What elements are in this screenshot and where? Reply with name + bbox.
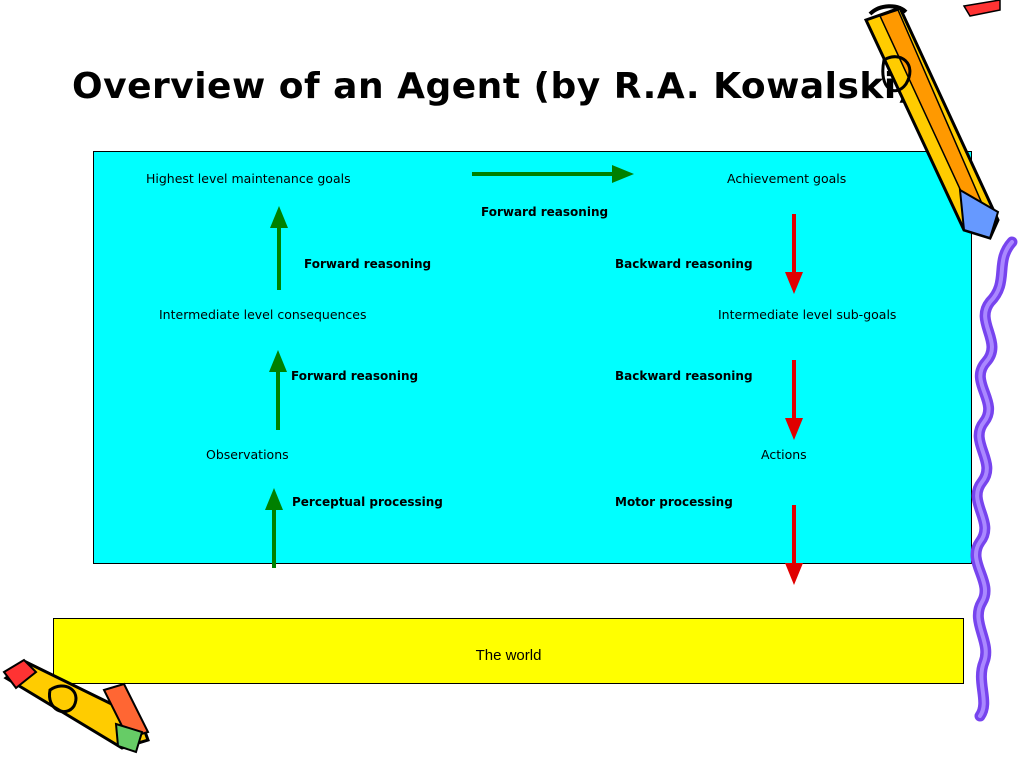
world-label: The world: [475, 647, 542, 664]
arrow-down-right-motor: [785, 505, 803, 585]
pencil-top-right-icon: [863, 0, 1001, 240]
edge-label-right-lower-backward: Backward reasoning: [615, 369, 753, 383]
edge-label-motor: Motor processing: [615, 495, 733, 509]
edge-label-left-upper-forward: Forward reasoning: [304, 257, 432, 271]
node-observations: Observations: [206, 447, 289, 462]
page-title: Overview of an Agent (by R.A. Kowalski): [72, 66, 914, 107]
purple-squiggle-icon: [970, 236, 1018, 722]
arrow-up-left-upper: [270, 206, 288, 290]
pencil-bottom-left-icon: [2, 658, 150, 754]
arrow-down-right-upper: [785, 214, 803, 294]
node-achievement-goals: Achievement goals: [727, 171, 847, 186]
edge-label-top-forward: Forward reasoning: [481, 205, 609, 219]
arrow-down-right-lower: [785, 360, 803, 440]
edge-label-right-upper-backward: Backward reasoning: [615, 257, 753, 271]
edge-label-left-lower-forward: Forward reasoning: [291, 369, 419, 383]
node-actions: Actions: [761, 447, 807, 462]
node-highest-goals: Highest level maintenance goals: [146, 171, 351, 186]
arrow-up-left-lower: [269, 350, 287, 430]
node-intermediate-consequences: Intermediate level consequences: [159, 307, 367, 322]
agent-box: [93, 151, 972, 564]
node-intermediate-subgoals: Intermediate level sub-goals: [718, 307, 897, 322]
world-box: The world: [53, 618, 964, 684]
arrow-right-top: [472, 165, 634, 183]
edge-label-perceptual: Perceptual processing: [292, 495, 443, 509]
arrow-up-left-perceptual: [265, 488, 283, 568]
